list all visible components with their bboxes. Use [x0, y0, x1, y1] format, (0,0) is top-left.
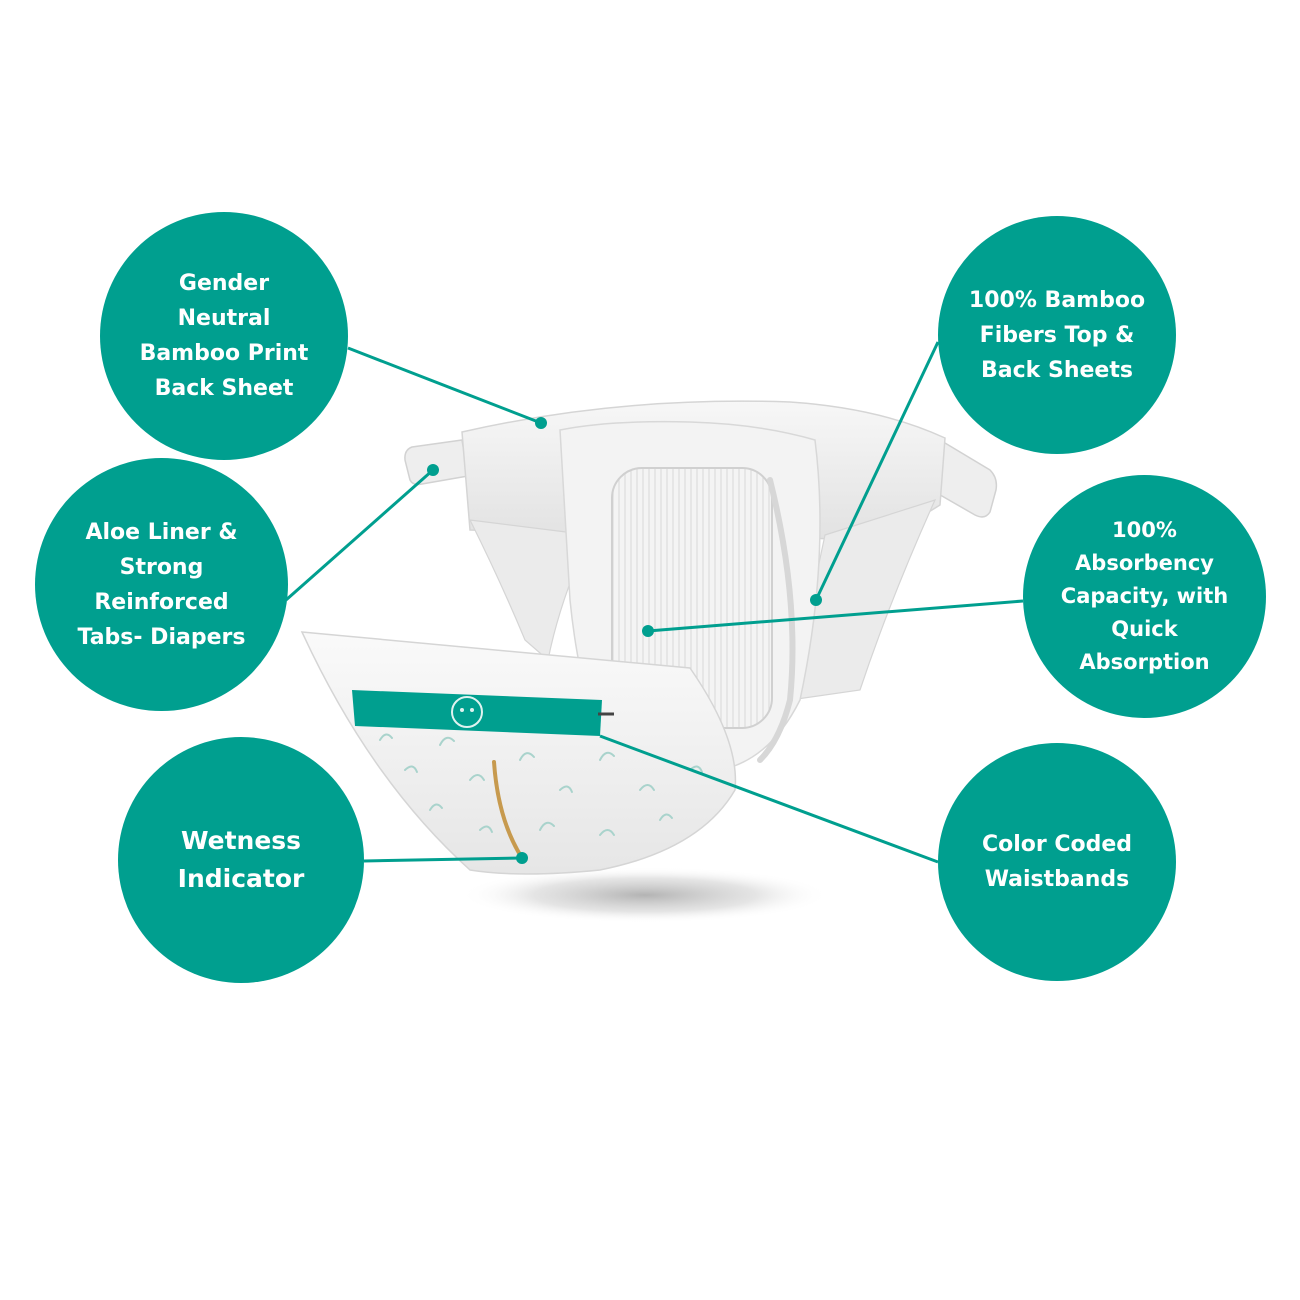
- waistband-logo-eye-left: [460, 708, 464, 712]
- wetness-indicator-strip: [492, 760, 524, 860]
- callout-bamboo-fibers: 100% Bamboo Fibers Top & Back Sheets: [938, 216, 1176, 454]
- front-panel: [300, 631, 737, 875]
- callout-back-sheet-label: Gender Neutral Bamboo Print Back Sheet: [139, 271, 309, 401]
- connector-tabs: [285, 468, 434, 602]
- callout-wetness-indicator: Wetness Indicator: [118, 737, 364, 983]
- dot-bamboo: [810, 594, 822, 606]
- callout-back-sheet: Gender Neutral Bamboo Print Back Sheet: [100, 212, 348, 460]
- left-tab: [404, 439, 469, 486]
- callout-bamboo-label: 100% Bamboo Fibers Top & Back Sheets: [968, 287, 1146, 383]
- connector-back-sheet: [347, 346, 542, 425]
- callout-wetness-label: Wetness Indicator: [177, 826, 305, 893]
- right-tab: [934, 438, 998, 518]
- dot-wetness: [516, 852, 528, 864]
- dot-absorbency: [642, 625, 654, 637]
- connector-lines: [285, 341, 1024, 864]
- waistband-logo: [451, 696, 483, 728]
- callout-absorbency-label: 100% Absorbency Capacity, with Quick Abs…: [1060, 518, 1229, 674]
- connector-wetness: [363, 856, 523, 863]
- connector-bamboo: [814, 341, 940, 601]
- dot-tabs: [427, 464, 439, 476]
- callout-absorbency: 100% Absorbency Capacity, with Quick Abs…: [1023, 475, 1266, 718]
- connector-absorbency: [647, 599, 1024, 633]
- leg-cuff: [757, 477, 796, 763]
- connector-dots: [427, 417, 822, 864]
- dot-back-sheet: [535, 417, 547, 429]
- connector-waistbands: [599, 734, 939, 864]
- waistband-strip: [352, 690, 602, 736]
- leaf-print: [379, 733, 703, 836]
- callout-waistbands: Color Coded Waistbands: [938, 743, 1176, 981]
- callout-tabs: Aloe Liner & Strong Reinforced Tabs- Dia…: [35, 458, 288, 711]
- right-wing: [789, 499, 937, 701]
- floor-shadow: [460, 867, 830, 923]
- waistband-logo-eye-right: [470, 708, 474, 712]
- callout-waistbands-label: Color Coded Waistbands: [981, 832, 1133, 892]
- callout-tabs-label: Aloe Liner & Strong Reinforced Tabs- Dia…: [77, 519, 246, 650]
